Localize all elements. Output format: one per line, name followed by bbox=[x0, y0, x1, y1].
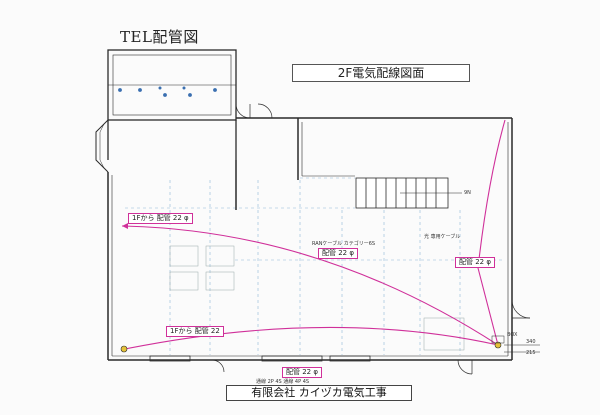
conduit-arrow-head bbox=[122, 223, 128, 229]
cable-bottom-note: 通線 2P 4S 通線 4P 4S bbox=[256, 379, 310, 385]
main-room-walls bbox=[107, 117, 513, 361]
conduit-label-1f-top: 1Fから 配管 22 φ bbox=[128, 213, 193, 224]
dimension-a: 340 bbox=[526, 339, 536, 345]
door-swings bbox=[211, 103, 531, 375]
company-name-box: 有限会社 カイヅカ電気工事 bbox=[226, 385, 412, 401]
fixtures bbox=[118, 86, 217, 97]
dimension-lines bbox=[504, 344, 540, 353]
staircase bbox=[355, 177, 462, 209]
bay-window bbox=[95, 119, 109, 173]
drawing-title-box: 2F電気配線図面 bbox=[292, 64, 470, 82]
conduit-label-right: 配管 22 φ bbox=[455, 257, 495, 268]
conduit-label-bottom: 配管 22 φ bbox=[282, 367, 322, 378]
cable-optical-note: 光 専用ケーブル bbox=[424, 234, 461, 240]
tel-conduit-title: TEL配管図 bbox=[120, 28, 199, 46]
conduit-label-center: 配管 22 φ bbox=[318, 248, 358, 259]
dimension-b: 215 bbox=[526, 350, 536, 356]
room-upper-left bbox=[107, 49, 237, 160]
stair-mark: 9N bbox=[464, 190, 471, 196]
box-label: BOX bbox=[507, 332, 518, 338]
conduit-label-1f-bottom: 1Fから 配管 22 bbox=[166, 326, 224, 337]
cable-lan-note: RANケーブル カテゴリー6S bbox=[312, 241, 376, 247]
furniture bbox=[169, 245, 465, 351]
terminal-points bbox=[120, 335, 505, 353]
windows-bottom bbox=[149, 355, 371, 362]
